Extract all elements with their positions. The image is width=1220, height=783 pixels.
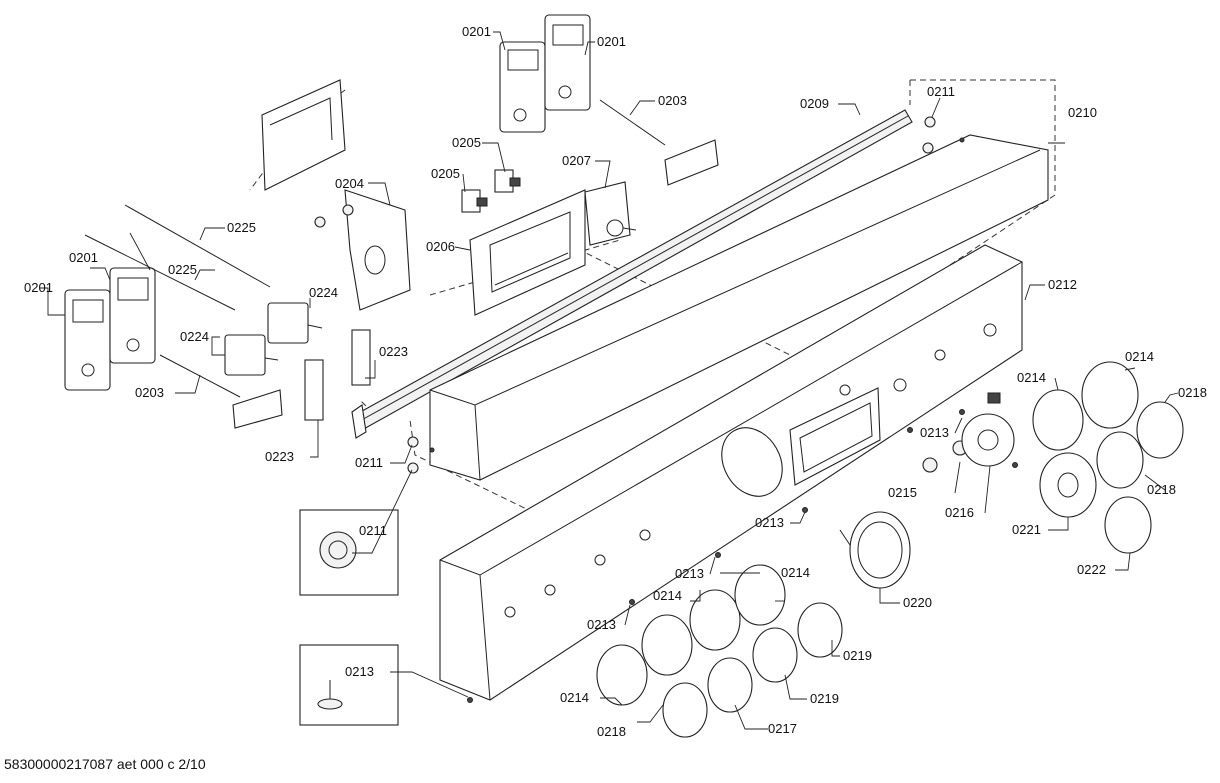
callout-0211: 0211 [927,84,955,99]
clock-0220 [839,511,911,589]
callout-0213: 0213 [755,515,784,530]
callout-0224: 0224 [180,329,209,344]
control-module-0201-b [544,14,591,111]
callout-0212: 0212 [1048,277,1077,292]
display-board-0206 [469,189,586,316]
nut-detail-0211 [299,509,399,596]
switch-0205-a [461,189,488,213]
wiring-bracket-part [261,79,346,191]
spacer-0215 [922,440,968,473]
callout-0205: 0205 [431,166,460,181]
profile-strip-0209 [351,109,913,439]
control-module-0201-a [499,41,546,133]
callout-0214: 0214 [653,588,682,603]
callout-0220: 0220 [903,595,932,610]
ring-0216 [961,392,1015,467]
callout-0214: 0214 [1125,349,1154,364]
callout-0217: 0217 [768,721,797,736]
callout-0225: 0225 [168,262,197,277]
bracket-0204 [314,189,411,311]
callout-0201: 0201 [597,34,626,49]
document-code: 58300000217087 aet 000 c 2/10 [4,756,206,772]
clip-left [232,389,283,429]
callout-0222: 0222 [1077,562,1106,577]
callout-0204: 0204 [335,176,364,191]
callout-0223: 0223 [379,344,408,359]
callout-0203: 0203 [658,93,687,108]
clip-top-right [664,139,719,186]
callout-0216: 0216 [945,505,974,520]
callout-0203: 0203 [135,385,164,400]
callout-0207: 0207 [562,153,591,168]
callout-0215: 0215 [888,485,917,500]
callout-0218: 0218 [1178,385,1207,400]
bezels-0214 [596,361,1139,706]
callout-0213: 0213 [345,664,374,679]
callout-0221: 0221 [1012,522,1041,537]
switch-0224-a [267,302,323,344]
callout-0219: 0219 [843,648,872,663]
knobs [662,401,1184,738]
switch-0205-b [494,169,521,193]
rod-0203-a [599,99,666,146]
callout-0218: 0218 [1147,482,1176,497]
callout-0205: 0205 [452,135,481,150]
control-module-0201-d [109,267,156,364]
selector-switch-0207 [584,181,637,246]
callout-0224: 0224 [309,285,338,300]
leader-lines [40,31,1179,730]
ring-0221 [1039,452,1097,518]
callout-0210: 0210 [1068,105,1097,120]
screw-detail-0213 [299,644,399,726]
callout-0219: 0219 [810,691,839,706]
callout-0214: 0214 [1017,370,1046,385]
rod-0225-a [124,204,271,288]
callout-0201: 0201 [69,250,98,265]
callout-0211: 0211 [359,523,387,538]
front-panel-0212 [439,244,1023,701]
callout-0223: 0223 [265,449,294,464]
callout-0213: 0213 [587,617,616,632]
housing-box-0210 [429,134,1049,481]
callout-0225: 0225 [227,220,256,235]
clip-0223-a [351,329,371,386]
switch-0224-b [224,334,279,376]
screws-0213 [467,409,1018,703]
callout-0206: 0206 [426,239,455,254]
callout-0213: 0213 [675,566,704,581]
control-module-0201-c [64,289,111,391]
callout-0201: 0201 [462,24,491,39]
rod-0225-b [84,234,236,311]
nut-0211-group [407,116,936,474]
callout-0209: 0209 [800,96,829,111]
callout-0201: 0201 [24,280,53,295]
clip-0223-b [304,359,324,421]
callout-0214: 0214 [781,565,810,580]
callout-0211: 0211 [355,455,383,470]
callout-0214: 0214 [560,690,589,705]
callout-0218: 0218 [597,724,626,739]
callout-labels: 0201 0201 0201 0201 0203 0203 0204 0205 … [24,24,1207,739]
callout-0213: 0213 [920,425,949,440]
